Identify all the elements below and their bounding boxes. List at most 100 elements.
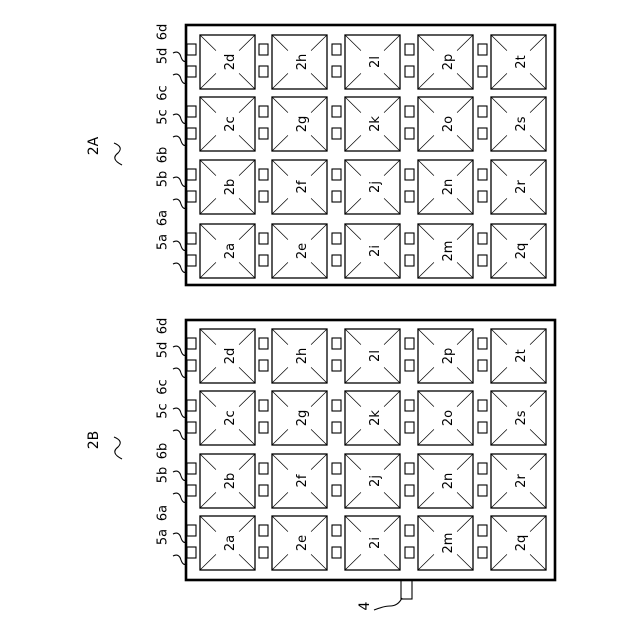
battery-cell <box>332 224 400 278</box>
battery-cell <box>332 160 400 214</box>
cell-terminal <box>478 360 487 371</box>
lead-label-5: 5d <box>156 342 171 359</box>
cell-terminal <box>332 400 341 411</box>
battery-cell <box>259 391 327 445</box>
cell-terminal <box>405 191 414 202</box>
cell-label: 2i <box>368 537 383 549</box>
cell-label: 2h <box>295 54 310 71</box>
cell-label: 2s <box>514 116 529 131</box>
cell-terminal <box>259 463 268 474</box>
cell-label: 2o <box>441 410 456 426</box>
cell-terminal <box>405 44 414 55</box>
cell-terminal <box>259 106 268 117</box>
battery-cell <box>332 391 400 445</box>
cell-terminal <box>478 128 487 139</box>
cell-terminal <box>187 422 196 433</box>
cell-terminal <box>478 255 487 266</box>
battery-cell <box>478 454 546 508</box>
cell-terminal <box>332 338 341 349</box>
cell-terminal <box>405 485 414 496</box>
battery-cell <box>187 516 255 570</box>
cell-terminal <box>187 128 196 139</box>
cell-label: 2m <box>441 533 456 554</box>
cell-terminal <box>187 106 196 117</box>
cell-terminal <box>332 191 341 202</box>
lead-label-5: 5c <box>156 109 171 124</box>
battery-cell <box>405 224 473 278</box>
cell-label: 2k <box>368 410 383 426</box>
cell-label: 2e <box>295 535 310 551</box>
cell-label: 2a <box>223 243 238 259</box>
lead-label-6: 6d <box>156 24 171 41</box>
lead-label-5: 5a <box>156 529 171 545</box>
cell-terminal <box>478 233 487 244</box>
cell-label: 2d <box>223 348 238 365</box>
cell-terminal <box>187 463 196 474</box>
cell-terminal <box>259 422 268 433</box>
cell-terminal <box>478 169 487 180</box>
cell-label: 2q <box>514 243 529 260</box>
battery-cell <box>259 97 327 151</box>
cell-terminal <box>332 233 341 244</box>
lead-label-6: 6c <box>156 85 171 100</box>
cell-terminal <box>405 338 414 349</box>
battery-cell <box>259 516 327 570</box>
battery-cell <box>405 454 473 508</box>
lead-label-5: 5c <box>156 403 171 418</box>
battery-module-2B <box>114 320 555 580</box>
cell-terminal <box>259 547 268 558</box>
battery-cell <box>259 35 327 89</box>
cell-terminal <box>259 191 268 202</box>
cell-terminal <box>259 360 268 371</box>
cell-terminal <box>478 422 487 433</box>
cell-label: 2l <box>368 56 383 68</box>
cell-terminal <box>259 169 268 180</box>
battery-cell <box>405 160 473 214</box>
cell-label: 2j <box>368 181 383 193</box>
lead-label-5: 5a <box>156 234 171 250</box>
label-squiggle <box>114 143 122 165</box>
battery-cell <box>405 35 473 89</box>
lead-label-6: 6a <box>156 505 171 521</box>
cell-label: 2s <box>514 410 529 425</box>
lead-label-5: 5b <box>156 467 171 484</box>
battery-cell <box>405 329 473 383</box>
cell-terminal <box>405 106 414 117</box>
cell-label: 2c <box>223 116 238 131</box>
battery-cell <box>478 97 546 151</box>
battery-cell <box>332 516 400 570</box>
output-connector <box>401 580 412 599</box>
cell-terminal <box>478 338 487 349</box>
battery-cell <box>405 97 473 151</box>
cell-label: 2j <box>368 475 383 487</box>
cell-terminal <box>405 547 414 558</box>
cell-label: 2o <box>441 116 456 132</box>
cell-terminal <box>478 525 487 536</box>
battery-cell <box>187 160 255 214</box>
cell-terminal <box>259 128 268 139</box>
battery-cell <box>259 454 327 508</box>
cell-terminal <box>259 44 268 55</box>
battery-cell <box>478 35 546 89</box>
cell-terminal <box>332 44 341 55</box>
cell-label: 2h <box>295 348 310 365</box>
cell-terminal <box>259 66 268 77</box>
lead-label-6: 6c <box>156 379 171 394</box>
battery-cell <box>259 224 327 278</box>
cell-terminal <box>187 66 196 77</box>
battery-cell <box>478 391 546 445</box>
cell-label: 2a <box>223 535 238 551</box>
cell-terminal <box>259 233 268 244</box>
cell-terminal <box>332 169 341 180</box>
cell-label: 2b <box>223 473 238 490</box>
cell-terminal <box>187 360 196 371</box>
cell-terminal <box>405 400 414 411</box>
cell-label: 2t <box>514 349 529 362</box>
cell-label: 2n <box>441 473 456 490</box>
cell-label: 2p <box>441 348 456 365</box>
cell-label: 2k <box>368 116 383 132</box>
cell-label: 2f <box>295 474 310 487</box>
cell-terminal <box>405 233 414 244</box>
cell-terminal <box>405 422 414 433</box>
